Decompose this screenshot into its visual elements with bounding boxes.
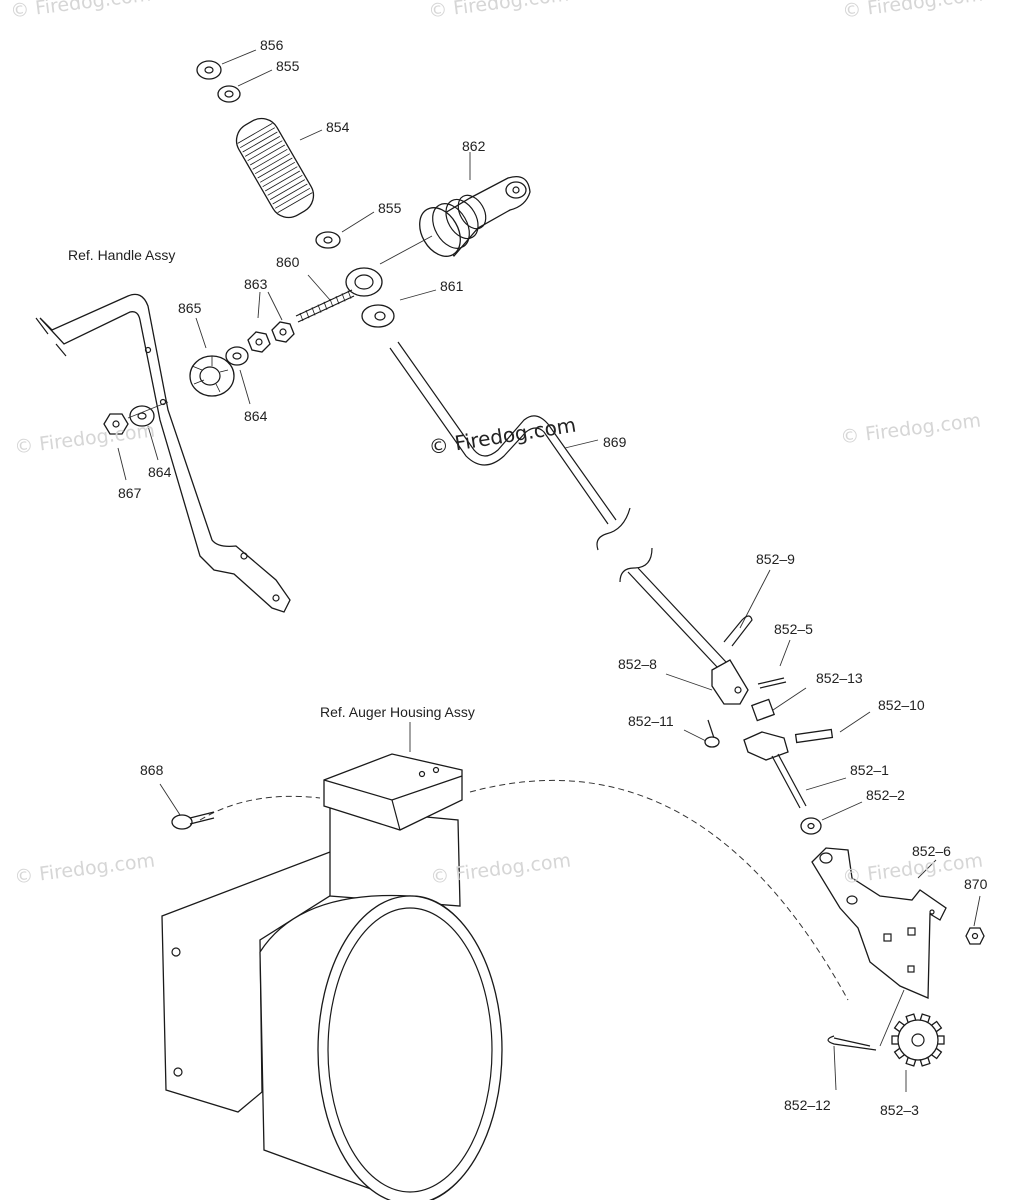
part-label-852-3: 852–3 bbox=[880, 1102, 919, 1118]
part-label-856: 856 bbox=[260, 37, 284, 53]
part-label-852-8: 852–8 bbox=[618, 656, 657, 672]
nut-863b bbox=[271, 321, 295, 343]
part-label-852-11: 852–11 bbox=[628, 713, 674, 729]
bolt-852-11 bbox=[704, 719, 720, 748]
washer-856 bbox=[196, 60, 222, 80]
leader-lines bbox=[117, 49, 981, 1092]
washer-861 bbox=[361, 304, 395, 328]
nut-867 bbox=[103, 413, 129, 435]
control-rod-869 bbox=[389, 341, 727, 669]
grip-854 bbox=[235, 117, 315, 219]
clip-852-12 bbox=[827, 1035, 877, 1051]
part-label-852-1: 852–1 bbox=[850, 762, 889, 778]
part-label-863: 863 bbox=[244, 276, 268, 292]
bracket-852-6 bbox=[811, 847, 947, 999]
part-label-864-lower: 864 bbox=[148, 464, 172, 480]
part-label-862: 862 bbox=[462, 138, 486, 154]
part-label-864-upper: 864 bbox=[244, 408, 268, 424]
part-label-852-9: 852–9 bbox=[756, 551, 795, 567]
carriage-bolt-868 bbox=[171, 811, 215, 830]
part-label-852-6: 852–6 bbox=[912, 843, 951, 859]
block-852-13 bbox=[750, 698, 776, 722]
handle-assy bbox=[35, 293, 291, 613]
sweep-arc bbox=[469, 779, 849, 1001]
part-label-868: 868 bbox=[140, 762, 164, 778]
part-label-860: 860 bbox=[276, 254, 300, 270]
washer-864-lower bbox=[129, 405, 155, 427]
part-label-852-2: 852–2 bbox=[866, 787, 905, 803]
ref-handle-assy-label: Ref. Handle Assy bbox=[68, 247, 176, 263]
clevis-852-8 bbox=[711, 659, 749, 705]
washer-852-2 bbox=[800, 817, 822, 835]
pin-852-10 bbox=[794, 728, 834, 744]
auger-housing-assy bbox=[161, 753, 503, 1200]
part-label-861: 861 bbox=[440, 278, 464, 294]
part-label-855: 855 bbox=[378, 200, 402, 216]
part-label-854: 854 bbox=[326, 119, 350, 135]
ref-auger-housing-label: Ref. Auger Housing Assy bbox=[320, 704, 475, 720]
part-label-852-12: 852–12 bbox=[784, 1097, 831, 1113]
part-label-855-top: 855 bbox=[276, 58, 300, 74]
shaft-852-1 bbox=[771, 753, 807, 809]
gear-852-3 bbox=[891, 1013, 945, 1067]
part-label-869: 869 bbox=[603, 434, 627, 450]
washer-855 bbox=[315, 231, 341, 249]
cotter-852-5 bbox=[757, 677, 787, 689]
part-label-852-10: 852–10 bbox=[878, 697, 925, 713]
part-label-870: 870 bbox=[964, 876, 988, 892]
bracket-852-1-top bbox=[743, 731, 789, 761]
eye-bolt-860 bbox=[295, 267, 383, 323]
bolt-path bbox=[199, 795, 321, 821]
washer-864-upper bbox=[225, 346, 249, 366]
boot-862 bbox=[379, 175, 531, 265]
nut-870 bbox=[965, 927, 985, 945]
hairpin-852-9 bbox=[723, 615, 753, 647]
knob-865 bbox=[189, 355, 235, 397]
part-label-852-13: 852–13 bbox=[816, 670, 863, 686]
nut-863a bbox=[247, 331, 271, 353]
part-label-852-5: 852–5 bbox=[774, 621, 813, 637]
part-label-865: 865 bbox=[178, 300, 202, 316]
part-label-867: 867 bbox=[118, 485, 142, 501]
washer-855-top bbox=[217, 85, 241, 103]
